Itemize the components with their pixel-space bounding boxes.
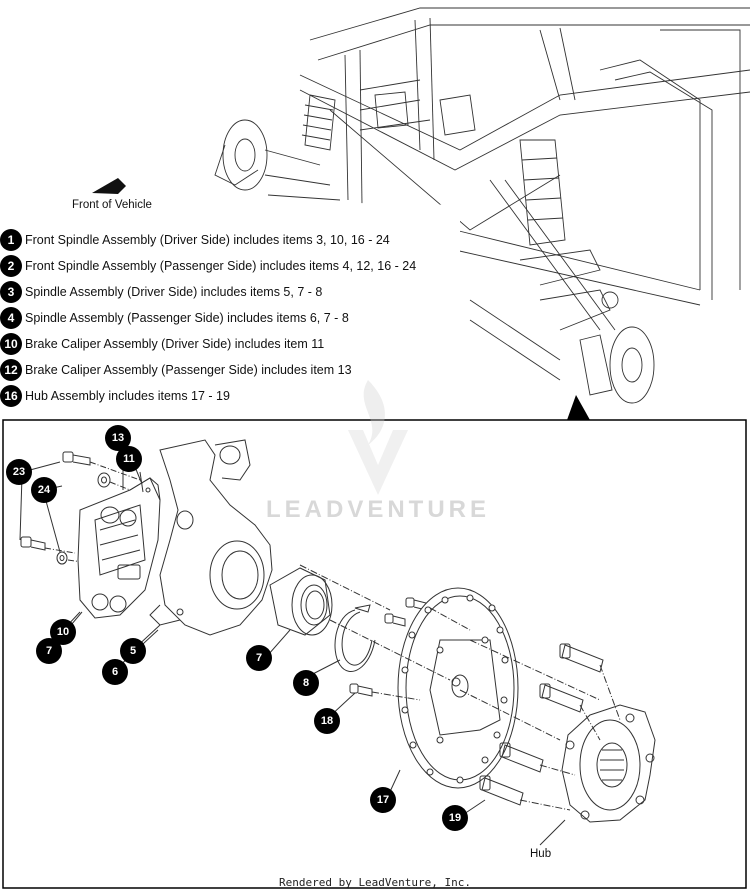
callout-17: 17 [370, 787, 396, 813]
item-badge: 4 [0, 307, 22, 329]
callout-7-caliper: 7 [36, 638, 62, 664]
callout-6: 6 [102, 659, 128, 685]
item-description: Spindle Assembly (Passenger Side) includ… [25, 311, 349, 325]
item-description: Front Spindle Assembly (Driver Side) inc… [25, 233, 390, 247]
item-description: Hub Assembly includes items 17 - 19 [25, 389, 230, 403]
legend-row: 16 Hub Assembly includes items 17 - 19 [0, 384, 230, 408]
item-description: Brake Caliper Assembly (Passenger Side) … [25, 363, 352, 377]
front-arrow-icon [92, 178, 126, 194]
legend-row: 10 Brake Caliper Assembly (Driver Side) … [0, 332, 324, 356]
item-badge: 2 [0, 255, 22, 277]
callout-18: 18 [314, 708, 340, 734]
exploded-parts [19, 439, 656, 846]
wheel-hub [561, 704, 656, 823]
callout-7-bearing: 7 [246, 645, 272, 671]
callout-24: 24 [31, 477, 57, 503]
bolt-23-top [62, 451, 91, 466]
wheel-studs [479, 643, 604, 806]
bolt-top-2 [384, 613, 406, 627]
washer-24-top [97, 472, 111, 488]
bolt-23-bottom [20, 536, 46, 551]
watermark: LEADVENTURE [248, 375, 508, 525]
callout-23: 23 [6, 459, 32, 485]
wheel-bearing [269, 567, 333, 636]
item-description: Brake Caliper Assembly (Driver Side) inc… [25, 337, 325, 351]
callout-5: 5 [120, 638, 146, 664]
washer-24-bottom [56, 551, 68, 565]
brake-rotor [397, 587, 519, 789]
legend-row: 1 Front Spindle Assembly (Driver Side) i… [0, 228, 390, 252]
item-badge: 1 [0, 229, 22, 251]
item-description: Front Spindle Assembly (Passenger Side) … [25, 259, 417, 273]
legend-row: 3 Spindle Assembly (Driver Side) include… [0, 280, 322, 304]
item-description: Spindle Assembly (Driver Side) includes … [25, 285, 323, 299]
detail-frame [2, 419, 747, 889]
watermark-text: LEADVENTURE [265, 496, 490, 523]
spindle-knuckle [149, 439, 273, 636]
chassis-illustration [214, 7, 750, 404]
front-of-vehicle-label: Front of Vehicle [72, 199, 152, 211]
hub-label: Hub [530, 848, 552, 860]
legend-row: 12 Brake Caliper Assembly (Passenger Sid… [0, 358, 352, 382]
watermark-logo-icon [348, 380, 408, 495]
callout-8: 8 [293, 670, 319, 696]
item-badge: 3 [0, 281, 22, 303]
callout-19: 19 [442, 805, 468, 831]
item-badge: 10 [0, 333, 22, 355]
item-badge: 16 [0, 385, 22, 407]
callout-11: 11 [116, 446, 142, 472]
legend-row: 4 Spindle Assembly (Passenger Side) incl… [0, 306, 349, 330]
snap-ring [334, 604, 376, 672]
item-badge: 12 [0, 359, 22, 381]
brake-caliper [77, 471, 161, 619]
render-credit: Rendered by LeadVenture, Inc. [278, 876, 472, 889]
legend-row: 2 Front Spindle Assembly (Passenger Side… [0, 254, 416, 278]
